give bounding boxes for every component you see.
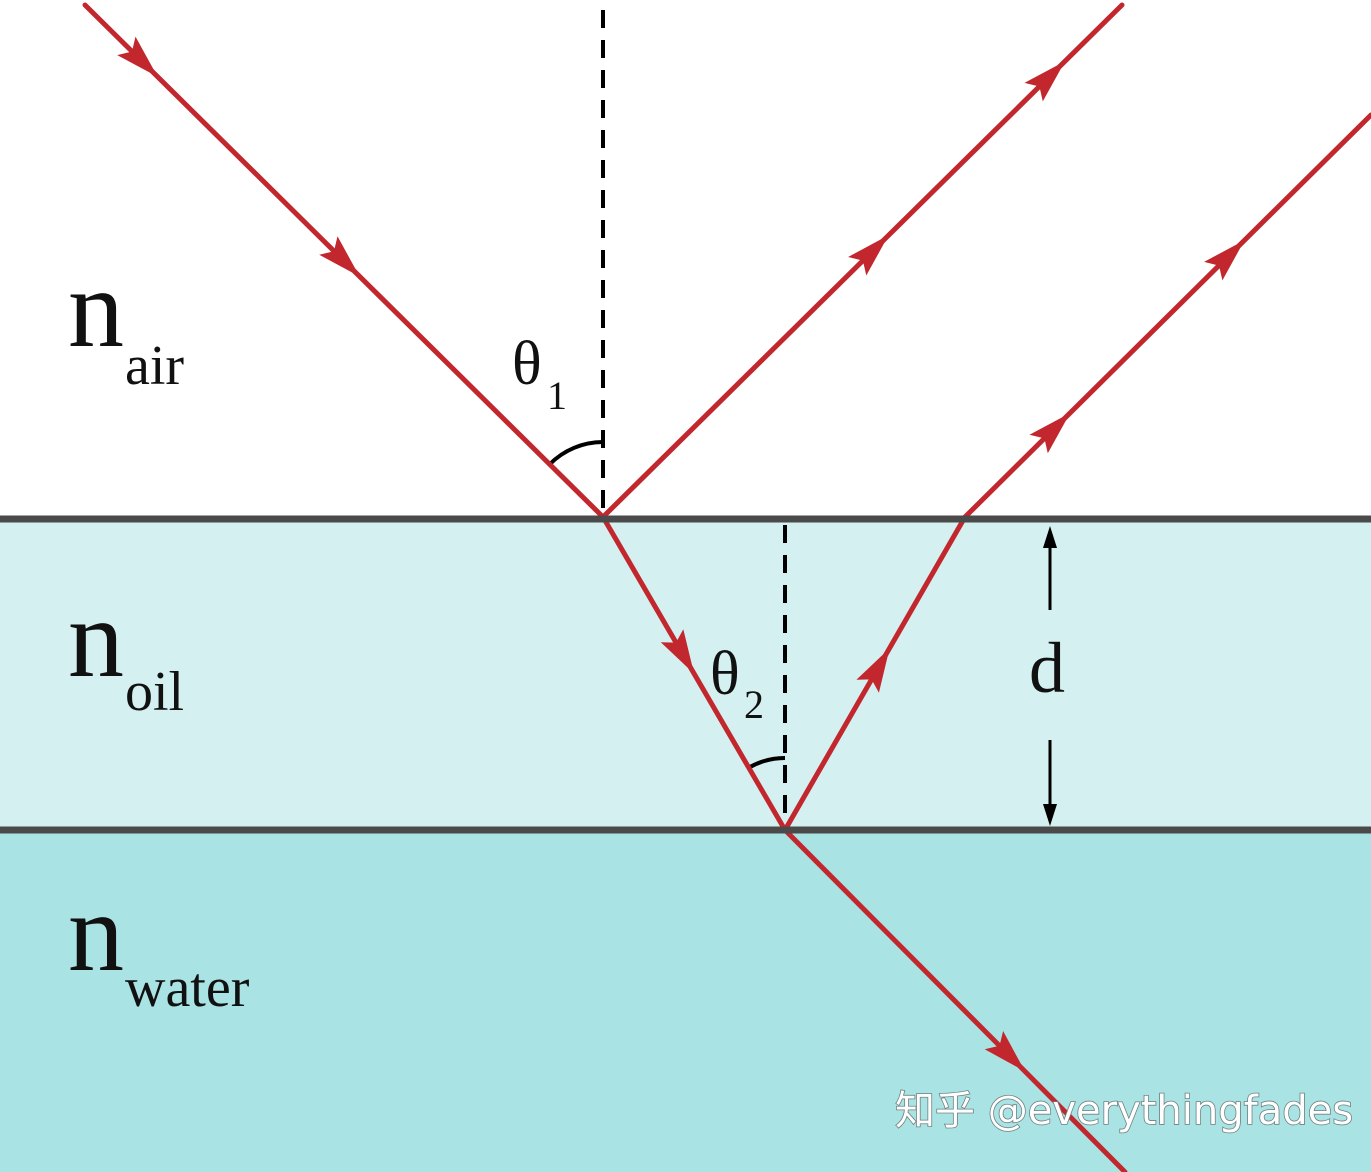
air-label-sub: air [125, 335, 184, 397]
refracted-ray-oil-arrow-1 [660, 629, 695, 674]
theta1-symbol: θ [512, 330, 542, 398]
emerging-ray-second [962, 112, 1371, 520]
transmitted-ray-water [782, 827, 1128, 1172]
theta1-subscript: 1 [547, 373, 567, 418]
thickness-indicator: d [1029, 526, 1065, 826]
oil-label-n: n [68, 577, 124, 701]
thickness-label: d [1029, 628, 1065, 708]
reflected-ray-top-arrow-2 [1024, 61, 1065, 102]
air-layer [0, 0, 1371, 519]
theta2-subscript: 2 [744, 682, 764, 727]
transmitted-ray-water-arrow-1 [984, 1031, 1025, 1072]
light-rays [82, 2, 1371, 1172]
emerging-ray-second-arrow-1 [1029, 413, 1070, 454]
theta1-arc [548, 440, 604, 466]
emerging-ray-second-arrow-2 [1204, 240, 1245, 281]
reflected-ray-oil-arrow-1 [856, 648, 890, 693]
water-label-sub: water [125, 957, 250, 1019]
reflected-ray-top-arrow-1 [848, 235, 889, 276]
oil-label-sub: oil [125, 661, 184, 723]
watermark-text: 知乎 @everythingfades [895, 1088, 1353, 1134]
air-label-n: n [68, 247, 124, 371]
theta2-symbol: θ [710, 640, 740, 708]
thickness-arrowhead-up [1043, 526, 1057, 548]
reflected-ray-top [600, 2, 1125, 520]
incident-ray-arrow-1 [117, 36, 158, 77]
water-layer [0, 830, 1371, 1172]
water-label-n: n [68, 871, 124, 995]
thickness-arrowhead-down [1043, 804, 1057, 826]
incident-ray-arrow-2 [319, 236, 360, 277]
oil-layer [0, 519, 1371, 830]
